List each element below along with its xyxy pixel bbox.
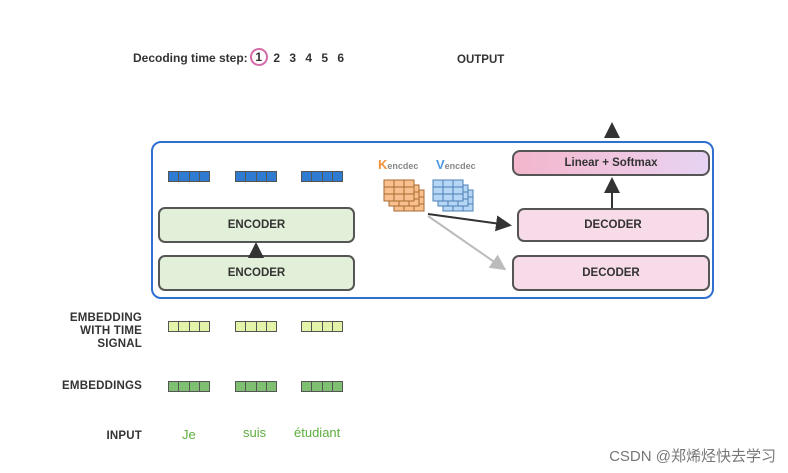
watermark: CSDN @郑烯烃快去学习 [609,448,776,465]
v-letter: V [436,157,445,172]
time-embedding-vector [301,321,343,332]
time-step-4: 4 [305,51,313,65]
time-step-1: 1 [249,48,268,66]
encoder-block-bottom: ENCODER [158,255,355,291]
k-matrix-stack [383,179,425,212]
label-line: EMBEDDING [69,312,142,324]
time-step-5: 5 [321,51,329,65]
time-step-6: 6 [337,51,345,65]
input-word-je: Je [182,427,196,442]
embedding-vector [301,381,343,392]
time-embedding-vector [168,321,210,332]
time-step-2: 2 [273,51,281,65]
arrow-kv-to-decoder-bottom [427,215,507,271]
arrow-kv-to-decoder-top [427,213,512,232]
output-label: OUTPUT [457,54,505,66]
encoder-output-vector [235,171,277,182]
encoder-output-vector [168,171,210,182]
embeddings-label: EMBEDDINGS [62,380,142,392]
input-word-etudiant: étudiant [294,425,341,440]
k-subscript: encdec [387,161,419,171]
v-subscript: encdec [444,161,476,171]
k-letter: K [378,157,388,172]
time-step-3: 3 [289,51,297,65]
label-line: WITH TIME [80,325,142,337]
input-word-suis: suis [243,425,267,440]
decoder-block-bottom: DECODER [512,255,710,291]
embedding-vector [168,381,210,392]
linear-softmax-block: Linear + Softmax [512,150,710,176]
v-encdec-label: Vencdec [436,157,476,172]
transformer-frame [151,141,714,299]
decoder-block-top: DECODER [517,208,709,242]
time-embedding-vector [235,321,277,332]
time-step-label: Decoding time step: [133,51,248,65]
k-encdec-label: Kencdec [378,157,418,172]
embedding-with-time-signal-label: EMBEDDING WITH TIME SIGNAL [40,312,142,351]
label-line: SIGNAL [97,338,142,350]
encoder-output-vector [301,171,343,182]
input-label: INPUT [106,430,142,442]
v-matrix-stack [432,179,474,212]
embedding-vector [235,381,277,392]
